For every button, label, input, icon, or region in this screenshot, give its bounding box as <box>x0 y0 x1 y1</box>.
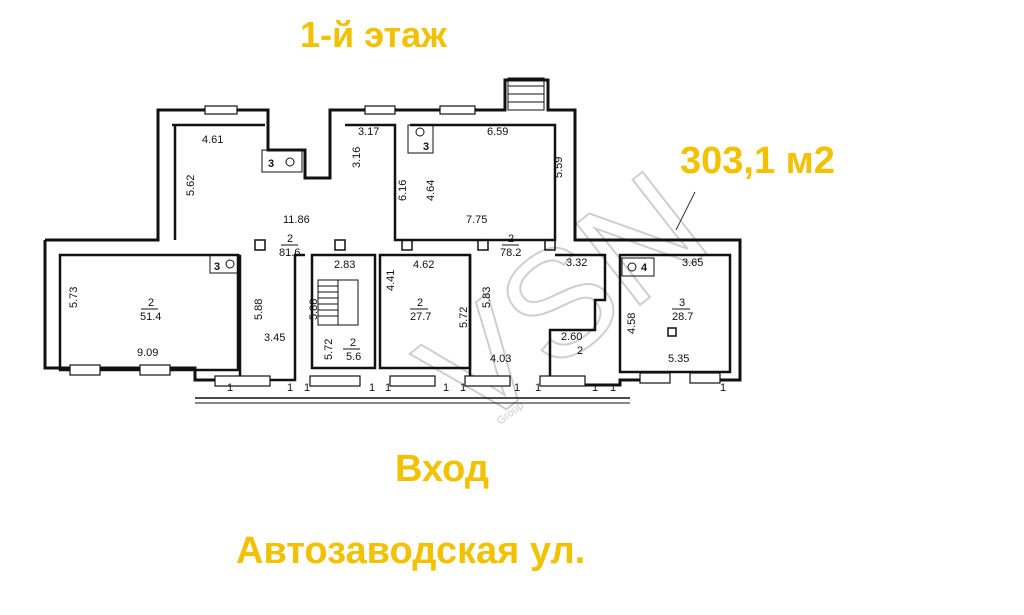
dim-label: 1 <box>610 382 616 394</box>
dim-label: 3.32 <box>566 257 587 269</box>
street-label: Автозаводская ул. <box>236 530 586 572</box>
dim-label: 5.88 <box>253 299 265 320</box>
columns <box>254 239 677 337</box>
dim-label: 4.64 <box>425 180 437 201</box>
dim-label: 5.72 <box>323 339 335 360</box>
dim-label: 1 <box>592 382 598 394</box>
dim-label: 5.59 <box>553 157 565 178</box>
room-number: 2 <box>508 233 514 245</box>
room-area: 78.2 <box>500 247 521 259</box>
dim-label: 2.83 <box>334 259 355 271</box>
dim-label: 6.16 <box>397 180 409 201</box>
room-area: 27.7 <box>410 311 431 323</box>
wc-number: 3 <box>268 158 274 170</box>
dim-label: 5.73 <box>68 287 80 308</box>
dim-label: 3.17 <box>358 126 379 138</box>
dim-label: 1 <box>720 382 726 394</box>
dim-label: 1 <box>369 382 375 394</box>
dim-label: 7.75 <box>466 214 487 226</box>
room-number: 2 <box>417 297 423 309</box>
room-number: 2 <box>577 345 583 357</box>
dim-label: 4.61 <box>202 134 223 146</box>
floor-title: 1-й этаж <box>300 14 447 55</box>
dim-label: 1 <box>460 382 466 394</box>
dim-label: 2.60 <box>561 331 582 343</box>
dim-label: 1 <box>227 382 233 394</box>
dim-label: 4.03 <box>490 353 511 365</box>
total-area-label: 303,1 м2 <box>680 140 835 182</box>
dim-label: 3.16 <box>351 147 363 168</box>
dim-label: 5.88 <box>308 299 320 320</box>
dim-label: 5.72 <box>458 307 470 328</box>
wc-number: 3 <box>423 141 429 153</box>
dim-label: 1 <box>385 382 391 394</box>
dim-label: 5.83 <box>481 287 493 308</box>
dim-label: 11.86 <box>283 214 310 226</box>
room-area: 5.6 <box>346 351 361 363</box>
entrance-label: Вход <box>395 448 489 490</box>
room-number: 2 <box>148 297 154 309</box>
dim-label: 1 <box>514 382 520 394</box>
dim-label: 4.58 <box>626 313 638 334</box>
dim-label: 6.59 <box>487 126 508 138</box>
dim-label: 4.62 <box>413 259 434 271</box>
room-labels: 2 81.6 2 78.2 2 51.4 2 27.7 2 5.6 3 28.7… <box>140 233 693 363</box>
dim-label: 3.45 <box>264 332 285 344</box>
dim-label: 3.65 <box>682 257 703 269</box>
room-number: 2 <box>287 233 293 245</box>
wc-labels: 3 3 3 4 <box>214 141 648 274</box>
dim-label: 1 <box>287 382 293 394</box>
dim-label: 9.09 <box>137 347 158 359</box>
room-number: 3 <box>679 297 685 309</box>
windows <box>69 105 721 387</box>
dim-label: 5.62 <box>185 175 197 196</box>
stairs <box>317 77 545 326</box>
dim-label: 1 <box>535 382 541 394</box>
room-area: 28.7 <box>672 311 693 323</box>
dim-label: 1 <box>304 382 310 394</box>
wc-fixtures <box>209 124 655 277</box>
area-pointer <box>675 191 696 231</box>
dim-label: 5.35 <box>668 353 689 365</box>
dim-label: 4.41 <box>385 270 397 291</box>
wc-number: 4 <box>641 262 648 274</box>
dimension-labels: 4.61 5.62 11.86 3.17 3.16 6.16 6.59 4.64… <box>68 126 726 394</box>
room-area: 51.4 <box>140 311 161 323</box>
wc-number: 3 <box>214 261 220 273</box>
room-area: 81.6 <box>279 247 300 259</box>
dim-label: 1 <box>443 382 449 394</box>
room-number: 2 <box>350 337 356 349</box>
